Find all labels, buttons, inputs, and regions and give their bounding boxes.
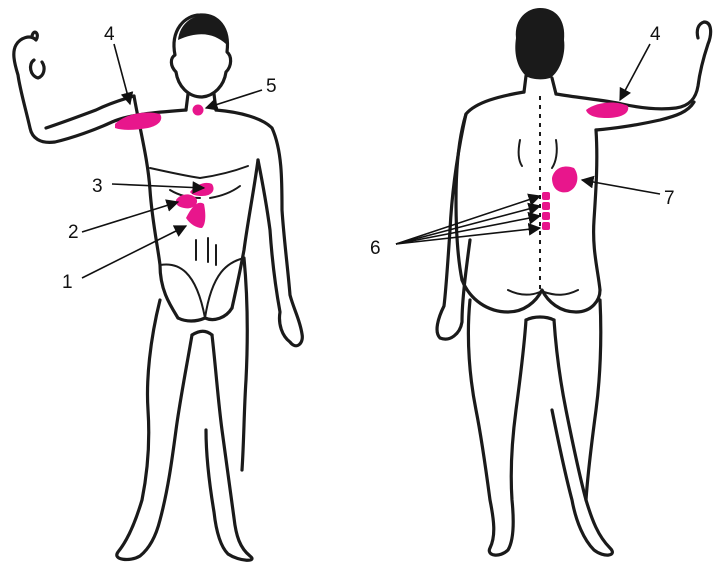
zone-5-neck bbox=[193, 105, 204, 116]
label-4-front: 4 bbox=[104, 24, 115, 45]
label-2: 2 bbox=[68, 222, 79, 243]
back-figure bbox=[437, 8, 711, 555]
zone-6-paraspinal-3 bbox=[542, 212, 550, 220]
label-3: 3 bbox=[92, 176, 103, 197]
front-figure bbox=[14, 15, 302, 560]
zone-6-paraspinal-2 bbox=[542, 202, 550, 210]
label-1: 1 bbox=[62, 272, 73, 293]
back-zones bbox=[542, 103, 628, 230]
label-6: 6 bbox=[370, 238, 381, 259]
zone-6-paraspinal-4 bbox=[542, 222, 550, 230]
zone-6-paraspinal-1 bbox=[542, 192, 550, 200]
zone-4-front-shoulder bbox=[115, 112, 161, 129]
front-arrows bbox=[82, 44, 262, 278]
label-4-back: 4 bbox=[650, 24, 661, 45]
label-5: 5 bbox=[266, 76, 277, 97]
label-7: 7 bbox=[664, 188, 675, 209]
zone-3-epigastric bbox=[190, 183, 214, 196]
zone-7-scapular bbox=[552, 166, 577, 192]
front-zones bbox=[115, 105, 214, 229]
zone-4-back-shoulder bbox=[586, 103, 628, 118]
